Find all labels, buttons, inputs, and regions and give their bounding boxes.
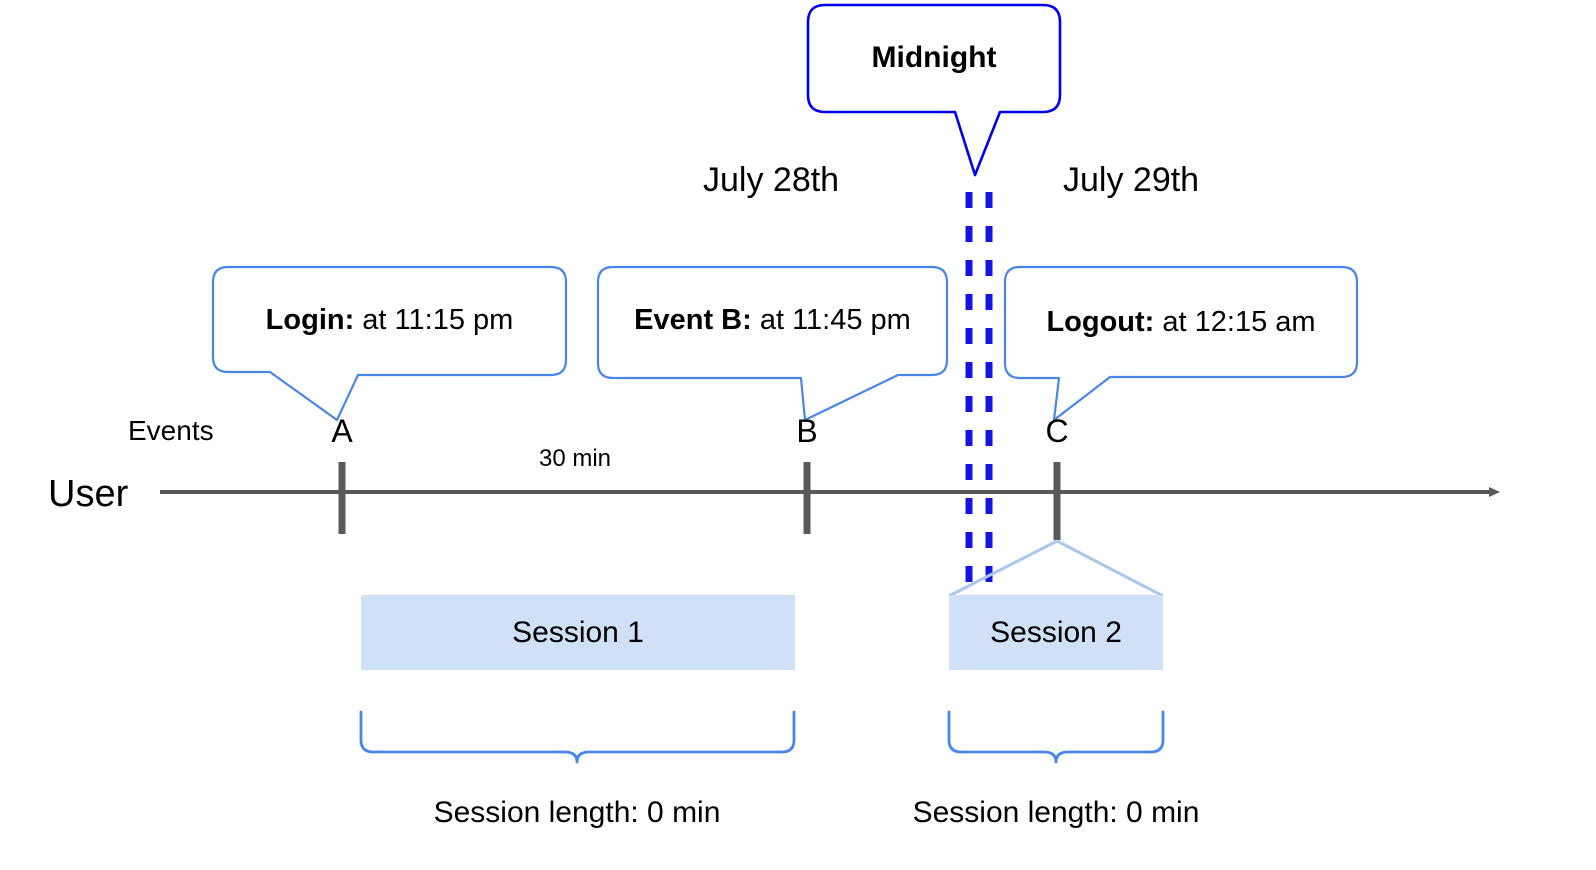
midnight-callout-shape bbox=[806, 3, 1062, 177]
callout-label-eventb: Event B: at 11:45 pm bbox=[598, 306, 947, 335]
tick-label-a: A bbox=[331, 413, 353, 449]
session-block-1-label: Session 1 bbox=[512, 615, 644, 649]
callout-label-logout: Logout: at 12:15 am bbox=[1005, 308, 1357, 337]
events-row-label: Events bbox=[128, 415, 214, 446]
callout-detail-logout: at 12:15 am bbox=[1154, 306, 1316, 338]
callout-shape-login bbox=[211, 265, 568, 422]
session2-brace bbox=[947, 710, 1165, 764]
callout-detail-eventb: at 11:45 pm bbox=[751, 304, 911, 336]
callout-shape-logout bbox=[1003, 265, 1359, 422]
user-row-label: User bbox=[48, 473, 129, 515]
callout-lead-eventb: Event B: bbox=[634, 304, 752, 336]
midnight-dashed-lines bbox=[965, 192, 993, 582]
session2-funnel-lines bbox=[948, 539, 1164, 598]
date-label-july-29: July 29th bbox=[1063, 161, 1200, 199]
callout-detail-login: at 11:15 pm bbox=[354, 304, 514, 336]
session-length-label-1: Session length: 0 min bbox=[433, 796, 721, 829]
date-label-july-28: July 28th bbox=[703, 161, 840, 199]
callout-shape-eventb bbox=[596, 265, 949, 422]
session-length-label-2: Session length: 0 min bbox=[912, 796, 1200, 829]
callout-label-login: Login: at 11:15 pm bbox=[213, 306, 566, 335]
session-block-1: Session 1 bbox=[361, 595, 795, 670]
tick-label-c: C bbox=[1045, 413, 1069, 449]
callout-lead-login: Login: bbox=[265, 304, 355, 336]
interval-label-30min: 30 min bbox=[538, 445, 612, 472]
callout-lead-logout: Logout: bbox=[1046, 306, 1155, 338]
session-block-2: Session 2 bbox=[949, 595, 1163, 670]
session1-brace bbox=[359, 710, 796, 764]
midnight-callout-label: Midnight bbox=[871, 41, 997, 74]
session-block-2-label: Session 2 bbox=[990, 615, 1122, 649]
tick-label-b: B bbox=[796, 413, 818, 449]
